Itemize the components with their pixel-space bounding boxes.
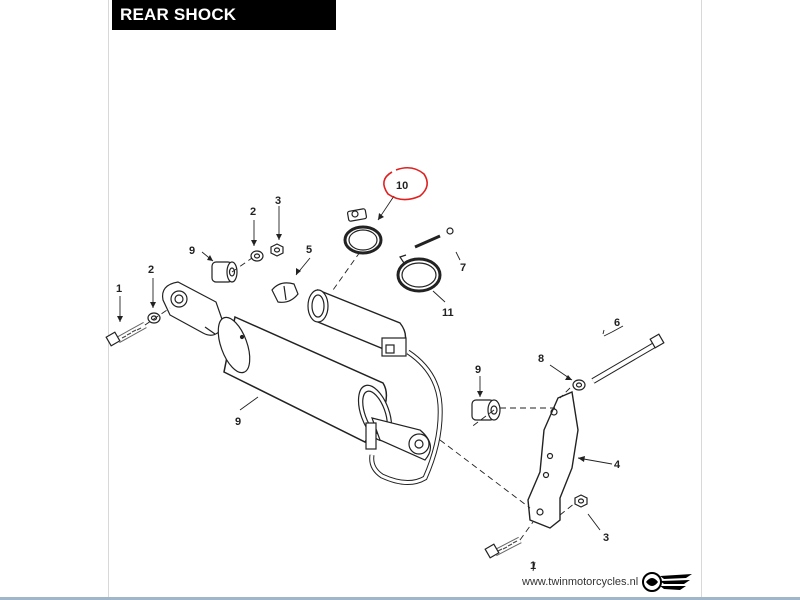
footer-url: www.twinmotorcycles.nl <box>522 576 639 588</box>
callout-3-top: 3 <box>275 195 281 207</box>
frame-line-left <box>108 0 109 600</box>
diagram-title: REAR SHOCK ABSORBER <box>112 0 336 54</box>
bottom-bar <box>0 597 800 600</box>
callout-1-bottom: 1 <box>530 560 536 572</box>
part-washer-right <box>572 379 586 391</box>
callout-6: 6 <box>614 317 620 329</box>
callout-10: 10 <box>396 180 408 192</box>
callout-4: 4 <box>614 459 621 471</box>
callout-2-left: 2 <box>148 264 154 276</box>
callout-8: 8 <box>538 353 544 365</box>
part-bolt-left <box>105 321 147 347</box>
callout-9-bottom: 9 <box>235 416 241 428</box>
part-reservoir <box>307 288 407 357</box>
part-hose-clamp <box>343 208 383 255</box>
part-bushing-right <box>471 399 501 421</box>
callout-3-bottom: 3 <box>603 532 609 544</box>
frame-line-right <box>701 0 702 600</box>
callout-2-top: 2 <box>250 206 256 218</box>
callout-5: 5 <box>306 244 312 256</box>
part-bolt-bottom <box>484 536 522 559</box>
part-nut-top <box>270 243 284 257</box>
part-bushing-top-left <box>211 261 238 283</box>
part-band-clamp <box>396 254 442 293</box>
assembly-lines <box>144 251 576 541</box>
callout-11: 11 <box>442 307 454 319</box>
part-long-bolt <box>591 333 665 384</box>
callout-1-left: 1 <box>116 283 122 295</box>
part-washer-left <box>147 312 161 324</box>
brand-logo-icon <box>642 572 692 592</box>
callout-9-right: 9 <box>475 364 481 376</box>
callout-7: 7 <box>460 262 466 274</box>
highlight-circle <box>383 166 428 201</box>
callout-9-top-left: 9 <box>189 245 195 257</box>
part-bracket <box>527 391 579 529</box>
part-shock-body <box>161 281 443 485</box>
part-screw-clamp <box>414 227 454 249</box>
part-bumper <box>271 282 299 303</box>
part-nut-bottom <box>574 494 588 508</box>
part-washer-top <box>250 250 264 262</box>
